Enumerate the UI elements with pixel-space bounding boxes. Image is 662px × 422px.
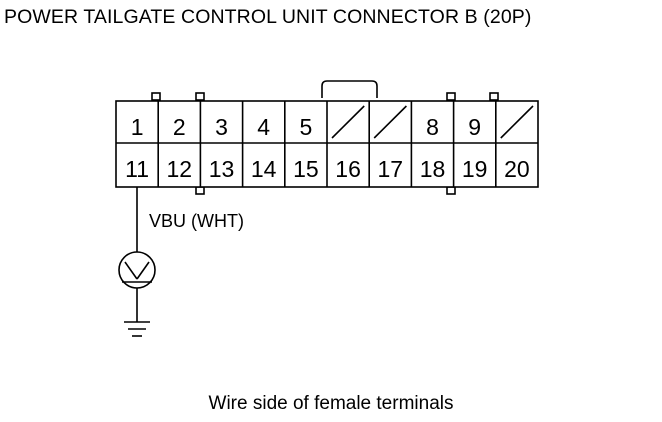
diagram-caption: Wire side of female terminals (208, 393, 454, 414)
empty-cavity-slash (331, 105, 365, 139)
pin-number: 1 (131, 114, 144, 140)
diagram-title: POWER TAILGATE CONTROL UNIT CONNECTOR B … (4, 6, 532, 28)
pin-number: 14 (251, 156, 277, 182)
pin-number: 5 (300, 114, 313, 140)
wire-label: VBU (WHT) (149, 211, 244, 231)
pin-number: 17 (378, 156, 404, 182)
pin-number: 13 (209, 156, 235, 182)
empty-cavity-slash (373, 105, 407, 139)
ground-icon (124, 321, 150, 337)
connector-lock-tab (321, 80, 378, 98)
pin-number: 11 (125, 156, 149, 182)
pin-number: 19 (462, 156, 488, 182)
connector-key (151, 92, 161, 101)
pin-number: 15 (293, 156, 319, 182)
pin-number: 16 (335, 156, 361, 182)
connector-key (489, 92, 499, 101)
connector-key (195, 186, 205, 195)
pin-number: 4 (257, 114, 270, 140)
pin-number: 18 (420, 156, 446, 182)
pin-number: 3 (215, 114, 228, 140)
pin-number: 8 (426, 114, 439, 140)
connector-key (446, 92, 456, 101)
pin-number: 9 (468, 114, 481, 140)
pin-number: 12 (167, 156, 193, 182)
pin-number: 2 (173, 114, 186, 140)
connector-key (195, 92, 205, 101)
connector-key (446, 186, 456, 195)
pin-number: 20 (504, 156, 530, 182)
empty-cavity-slash (500, 105, 534, 139)
